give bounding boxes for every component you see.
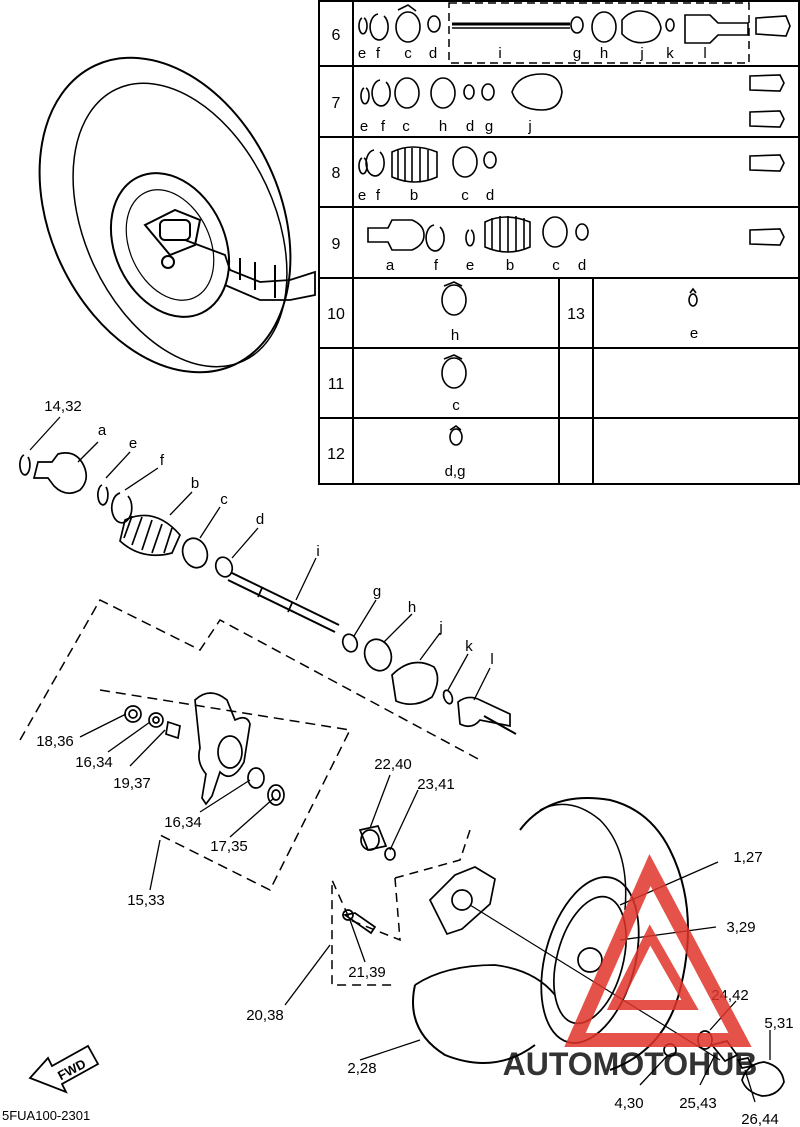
callout-b: b (191, 475, 199, 492)
brand-watermark-logo (564, 853, 752, 1047)
t6-l: l (703, 45, 706, 62)
leader-lines (29, 416, 771, 1103)
callout-d: d (256, 511, 264, 528)
callout-3-29: 3,29 (726, 919, 755, 936)
callout-25-43: 25,43 (679, 1095, 717, 1112)
row-number-6: 6 (332, 27, 341, 44)
callout-4-30: 4,30 (614, 1095, 643, 1112)
wheel-overview (38, 56, 316, 374)
row-number-10: 10 (327, 306, 345, 323)
knuckle-parts (124, 692, 396, 861)
callout-23-41: 23,41 (417, 776, 455, 793)
variant-table: 6 7 8 9 10 13 11 12 (318, 0, 800, 485)
t9-f: f (434, 257, 439, 274)
t9-d: d (578, 257, 586, 274)
callout-k: k (465, 638, 473, 655)
t8-c: c (461, 187, 469, 204)
t9-a: a (386, 257, 395, 274)
callout-a: a (98, 422, 107, 439)
t7-g: g (485, 118, 493, 135)
t11-c: c (452, 397, 460, 414)
t7-h: h (439, 118, 447, 135)
t6-j: j (639, 45, 643, 62)
callout-5-31: 5,31 (764, 1015, 793, 1032)
t10-h: h (451, 327, 459, 344)
t13-e: e (690, 325, 698, 342)
callout-21-39: 21,39 (348, 964, 386, 981)
t6-f: f (376, 45, 381, 62)
callout-16-34-a: 16,34 (75, 754, 113, 771)
t8-d: d (486, 187, 494, 204)
callout-2-28: 2,28 (347, 1060, 376, 1077)
row-number-12: 12 (327, 446, 345, 463)
t7-f: f (381, 118, 386, 135)
row-number-8: 8 (332, 165, 341, 182)
t6-i: i (498, 45, 501, 62)
callout-e: e (129, 435, 137, 452)
callout-14-32: 14,32 (44, 398, 82, 415)
t12-dg: d,g (445, 463, 466, 480)
t7-d: d (466, 118, 474, 135)
t8-f: f (376, 187, 381, 204)
t6-c: c (404, 45, 412, 62)
t6-d: d (429, 45, 437, 62)
t6-e: e (358, 45, 366, 62)
row-number-9: 9 (332, 236, 341, 253)
t7-e: e (360, 118, 368, 135)
callout-g: g (373, 583, 381, 600)
callout-15-33: 15,33 (127, 892, 165, 909)
row-number-13: 13 (567, 306, 585, 323)
callout-i: i (316, 543, 319, 560)
t9-b: b (506, 257, 514, 274)
callout-19-37: 19,37 (113, 775, 151, 792)
callout-17-35: 17,35 (210, 838, 248, 855)
t6-g: g (573, 45, 581, 62)
row-number-11: 11 (328, 376, 345, 393)
callout-h: h (408, 599, 416, 616)
callout-16-34-b: 16,34 (164, 814, 202, 831)
diagram-code: 5FUA100-2301 (2, 1108, 90, 1123)
t9-e: e (466, 257, 474, 274)
callout-l: l (490, 651, 493, 668)
t6-h: h (600, 45, 608, 62)
callout-f: f (160, 452, 165, 469)
callout-c: c (220, 491, 228, 508)
knuckle-group-outline (19, 599, 481, 892)
t9-c: c (552, 257, 560, 274)
t8-e: e (358, 187, 366, 204)
callout-18-36: 18,36 (36, 733, 74, 750)
hub-group-outline (331, 829, 471, 986)
callout-22-40: 22,40 (374, 756, 412, 773)
forward-arrow-icon: FWD (28, 1044, 100, 1094)
callout-1-27: 1,27 (733, 849, 762, 866)
t6-k: k (666, 45, 674, 62)
callout-j: j (438, 619, 442, 636)
brand-watermark-text: AUTOMOTOHUB (503, 1046, 758, 1082)
callout-26-44: 26,44 (741, 1111, 779, 1127)
t8-b: b (410, 187, 418, 204)
row-number-7: 7 (332, 95, 341, 112)
t7-c: c (402, 118, 410, 135)
drive-shaft-assembly (19, 452, 517, 735)
t7-j: j (527, 118, 531, 135)
callout-20-38: 20,38 (246, 1007, 284, 1024)
